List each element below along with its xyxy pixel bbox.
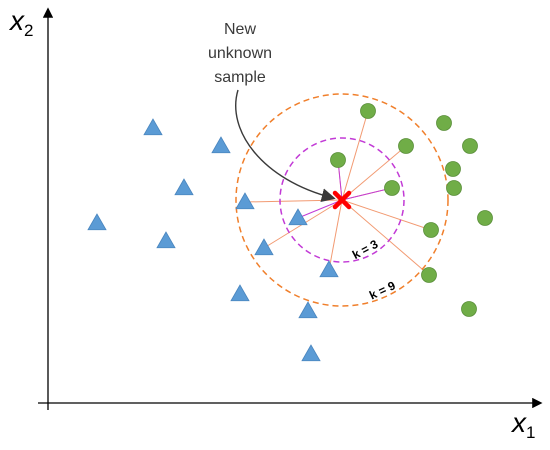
circle-icon <box>462 138 478 154</box>
k3-circle <box>279 137 405 263</box>
neighbor-line <box>341 110 369 201</box>
annotation-line-1: New <box>224 21 256 38</box>
circle-icon <box>384 180 400 196</box>
circle-icon <box>398 138 414 154</box>
triangle-icon <box>301 344 321 362</box>
neighbor-line <box>341 199 430 276</box>
circle-icon <box>330 152 346 168</box>
neighbor-line <box>341 145 407 201</box>
neighbor-line-k3 <box>297 199 343 219</box>
triangle-icon <box>174 178 194 196</box>
k9-label: k = 9 <box>367 278 398 302</box>
class-a-points <box>87 118 339 362</box>
triangle-icon <box>288 208 308 226</box>
neighbor-line-k3 <box>341 187 393 201</box>
circle-icon <box>445 161 461 177</box>
y-axis-label: x2 <box>8 5 33 40</box>
triangle-icon <box>143 118 163 136</box>
cross-icon <box>332 190 352 210</box>
triangle-icon <box>235 192 255 210</box>
triangle-icon <box>156 231 176 249</box>
triangle-icon <box>298 301 318 319</box>
class-b-points <box>330 103 493 317</box>
circle-icon <box>421 267 437 283</box>
triangle-icon <box>230 284 250 302</box>
circle-icon <box>423 222 439 238</box>
triangle-icon <box>319 260 339 278</box>
circle-icon <box>477 210 493 226</box>
triangle-icon <box>254 238 274 256</box>
circle-icon <box>446 180 462 196</box>
circle-icon <box>360 103 376 119</box>
annotation-line-3: sample <box>214 69 266 86</box>
triangle-icon <box>87 213 107 231</box>
k9-circle <box>235 93 449 307</box>
neighbor-line <box>341 199 432 231</box>
annotation-arrow <box>235 89 336 203</box>
triangle-icon <box>211 136 231 154</box>
circle-icon <box>461 301 477 317</box>
neighbor-line <box>244 199 343 203</box>
circle-icon <box>436 115 452 131</box>
annotation-line-2: unknown <box>208 45 272 62</box>
x-axis-label: x1 <box>510 407 535 442</box>
neighbor-line <box>328 199 343 271</box>
